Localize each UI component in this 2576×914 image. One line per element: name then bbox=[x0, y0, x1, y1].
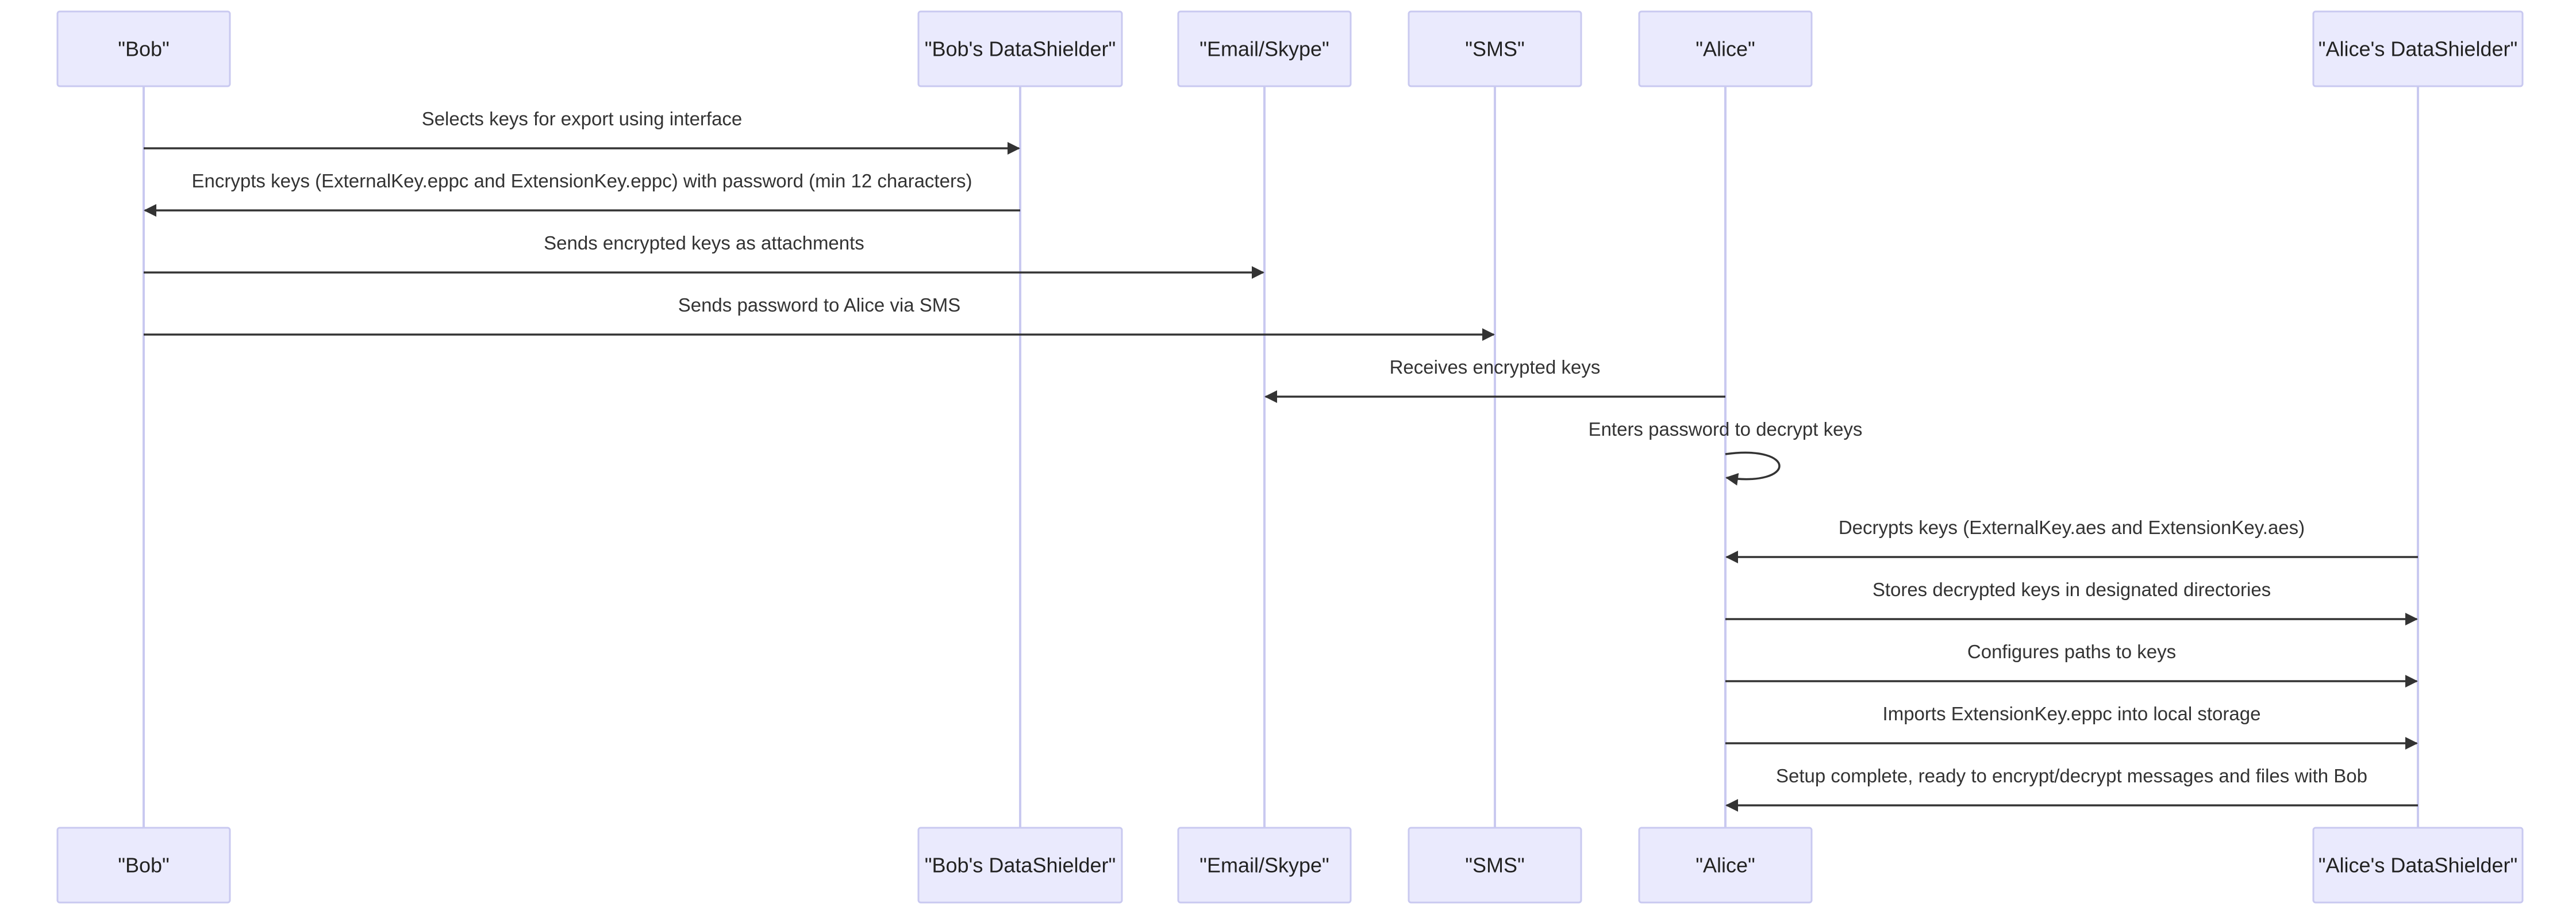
participant-box bbox=[917, 10, 1123, 87]
participant-label: "Bob's DataShielder" bbox=[925, 37, 1116, 61]
message-label: Sends password to Alice via SMS bbox=[678, 294, 961, 316]
message-label: Setup complete, ready to encrypt/decrypt… bbox=[1776, 765, 2367, 786]
participant-alice-bottom: "Alice" bbox=[1638, 827, 1813, 904]
participant-label: "Bob's DataShielder" bbox=[925, 854, 1116, 877]
participant-label: "Alice's DataShielder" bbox=[2319, 37, 2518, 61]
participant-bob-bottom: "Bob" bbox=[56, 827, 231, 904]
message-label: Decrypts keys (ExternalKey.aes and Exten… bbox=[1839, 517, 2305, 538]
message-11: Setup complete, ready to encrypt/decrypt… bbox=[1725, 765, 2418, 812]
message-8: Stores decrypted keys in designated dire… bbox=[1725, 579, 2418, 625]
participant-email-bottom: "Email/Skype" bbox=[1177, 827, 1352, 904]
message-label: Encrypts keys (ExternalKey.eppc and Exte… bbox=[192, 170, 972, 191]
message-6: Enters password to decrypt keys bbox=[1589, 418, 1863, 486]
message-10: Imports ExtensionKey.eppc into local sto… bbox=[1725, 703, 2418, 750]
participant-box bbox=[56, 10, 231, 87]
participant-email-top: "Email/Skype" bbox=[1177, 10, 1352, 87]
message-5: Receives encrypted keys bbox=[1264, 356, 1725, 403]
participant-bob_ds-top: "Bob's DataShielder" bbox=[917, 10, 1123, 87]
message-2: Encrypts keys (ExternalKey.eppc and Exte… bbox=[144, 170, 1020, 217]
participant-label: "Alice" bbox=[1695, 854, 1755, 877]
participant-alice_ds-top: "Alice's DataShielder" bbox=[2312, 10, 2524, 87]
participant-box bbox=[917, 827, 1123, 904]
message-label: Sends encrypted keys as attachments bbox=[544, 232, 864, 254]
message-label: Stores decrypted keys in designated dire… bbox=[1873, 579, 2271, 600]
message-9: Configures paths to keys bbox=[1725, 641, 2418, 688]
participant-label: "SMS" bbox=[1465, 37, 1525, 61]
message-label: Enters password to decrypt keys bbox=[1589, 418, 1863, 440]
participant-label: "Email/Skype" bbox=[1199, 854, 1329, 877]
participant-sms-top: "SMS" bbox=[1408, 10, 1582, 87]
participant-box bbox=[2312, 10, 2524, 87]
participant-sms-bottom: "SMS" bbox=[1408, 827, 1582, 904]
participant-box bbox=[1638, 10, 1813, 87]
participant-bob_ds-bottom: "Bob's DataShielder" bbox=[917, 827, 1123, 904]
participant-box bbox=[1177, 827, 1352, 904]
self-message-arrow bbox=[1725, 451, 1781, 486]
participant-label: "Alice's DataShielder" bbox=[2319, 854, 2518, 877]
participant-label: "Bob" bbox=[118, 854, 170, 877]
participant-label: "Email/Skype" bbox=[1199, 37, 1329, 61]
message-label: Configures paths to keys bbox=[1967, 641, 2176, 662]
message-label: Receives encrypted keys bbox=[1390, 356, 1601, 378]
participant-box bbox=[1408, 10, 1582, 87]
message-label: Imports ExtensionKey.eppc into local sto… bbox=[1883, 703, 2261, 724]
participant-box bbox=[1638, 827, 1813, 904]
participant-label: "Bob" bbox=[118, 37, 170, 61]
participant-alice-top: "Alice" bbox=[1638, 10, 1813, 87]
participant-box bbox=[1177, 10, 1352, 87]
participant-bob-top: "Bob" bbox=[56, 10, 231, 87]
participant-box bbox=[2312, 827, 2524, 904]
message-1: Selects keys for export using interface bbox=[144, 108, 1020, 155]
message-7: Decrypts keys (ExternalKey.aes and Exten… bbox=[1725, 517, 2418, 563]
participant-box bbox=[56, 827, 231, 904]
participant-label: "SMS" bbox=[1465, 854, 1525, 877]
message-3: Sends encrypted keys as attachments bbox=[144, 232, 1264, 279]
message-label: Selects keys for export using interface bbox=[422, 108, 743, 129]
participant-label: "Alice" bbox=[1695, 37, 1755, 61]
participant-box bbox=[1408, 827, 1582, 904]
message-4: Sends password to Alice via SMS bbox=[144, 294, 1495, 341]
participant-alice_ds-bottom: "Alice's DataShielder" bbox=[2312, 827, 2524, 904]
